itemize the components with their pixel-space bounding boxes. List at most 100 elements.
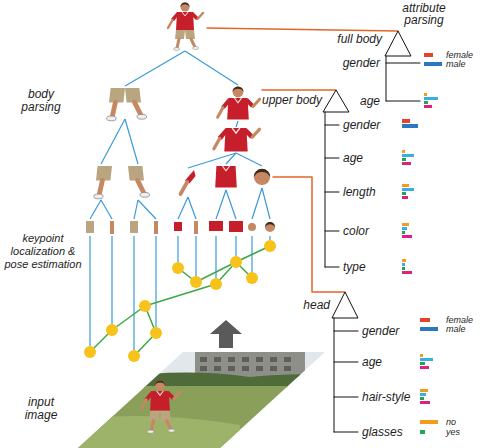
text-label: age [343,151,395,165]
part-segment [130,221,138,233]
probability-bar [420,358,433,361]
tree-branch [334,318,335,432]
photo-window [270,357,277,362]
text-label: type [343,260,395,274]
photo-window [270,366,277,371]
text-label: hair-style [362,390,418,404]
text-label: gender [330,56,380,70]
tree-line [125,51,185,86]
head-part [155,381,165,391]
attribute-triangle [323,90,349,112]
tree-branch [325,112,326,267]
bar-chart [402,223,412,238]
text-label: body parsing [10,88,72,114]
torso-part [176,12,194,30]
shorts-part [149,411,160,421]
keypoint-dot [190,276,202,288]
part-segment [265,222,275,232]
person-figure [218,86,260,119]
collar-part [232,128,240,133]
photo-grass [70,386,340,448]
shorts-part [185,30,195,39]
up-arrow [210,320,242,348]
photo-window [214,366,221,371]
head-part [181,3,190,12]
probability-bar [420,327,438,331]
photo-window [242,357,249,362]
probability-bar [420,401,430,404]
head-part [254,169,270,185]
photo-window [256,366,263,371]
part-segment [194,221,198,234]
bar-chart [424,93,438,108]
tree-line [195,236,196,276]
text-label: color [343,224,395,238]
photo-grass-light [70,416,240,448]
tree-line [138,200,156,219]
leader-line [262,89,336,91]
shorts-part [175,30,185,39]
bar-chart [402,150,414,165]
person-figure [168,2,203,50]
shin-part [99,180,102,194]
bar-chart [420,389,430,404]
tree-line [101,119,125,164]
probability-bar [402,150,405,153]
tree-line [236,121,238,127]
part-segment [86,221,94,233]
shin-part [135,102,141,115]
probability-bar [402,223,409,226]
person-figure [181,170,196,194]
collar-part [222,166,229,171]
input-photo [70,350,340,448]
hair-part [232,86,243,92]
collar-part [157,391,164,395]
tree-line [226,190,236,219]
text-label: gender [343,118,395,132]
probability-bar [402,196,408,199]
tree-line [226,153,236,164]
photo-window [284,357,291,362]
probability-bar [420,420,438,424]
shorts-part [128,166,144,180]
tree-line [216,190,226,219]
probability-bar [402,158,406,161]
torso-part [150,391,170,411]
probability-bar [424,101,428,104]
pose-skeleton [84,240,276,362]
collar-part [234,98,241,103]
bar-chart [420,420,438,434]
hair-part [155,380,165,385]
tree-line [178,197,188,219]
text-label: full body [320,32,382,46]
tree-line [188,197,196,219]
forearm-part [253,99,260,106]
keypoint-dot [210,278,222,290]
forearm-part [181,182,188,194]
probability-bar [420,397,424,400]
part-segment [154,221,158,234]
leader-line [273,177,345,292]
torso-part [224,128,247,151]
probability-bar [420,354,423,357]
photo-window [228,357,235,362]
bar-chart [420,318,438,331]
text-label: female [446,50,478,60]
forearm-part [168,20,173,28]
head-part [233,87,244,98]
probability-bar [420,430,425,434]
probability-bar [420,366,429,369]
probability-bar [402,119,410,123]
tree-line [188,153,236,168]
parse-tree [90,51,270,350]
keypoint-dot [84,346,96,358]
forearm-part [218,108,223,118]
photo-sky [70,350,340,448]
tree-line [155,236,156,327]
probability-bar [402,259,406,262]
tree-branch [334,432,358,433]
person-figure [254,169,271,185]
shorts-part [125,88,141,102]
collar-part [182,12,188,16]
part-segment [248,223,256,231]
